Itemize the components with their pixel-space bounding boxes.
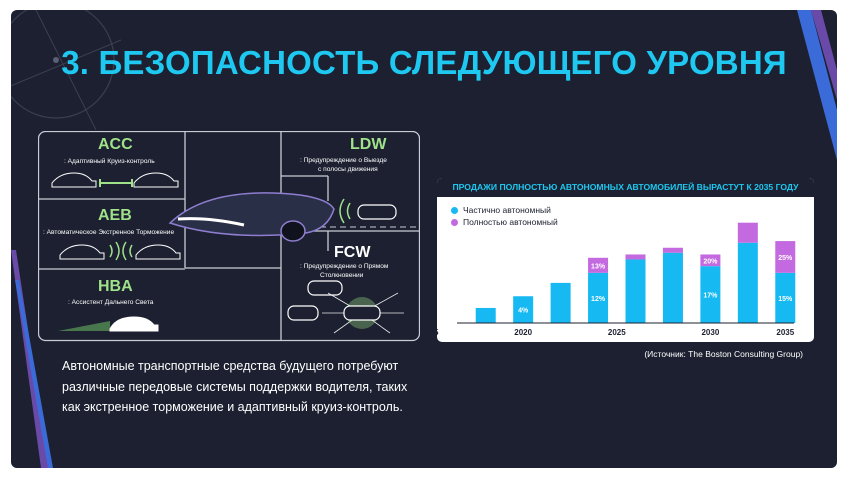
x-tick-label: 2020: [514, 328, 532, 337]
background-decoration: [11, 10, 837, 468]
page-title: 3. БЕЗОПАСНОСТЬ СЛЕДУЮЩЕГО УРОВНЯ: [61, 44, 787, 81]
data-label: 15%: [778, 296, 793, 303]
ldw-subtitle-1: : Предупреждение о Выезде: [300, 157, 387, 164]
fcw-title: FCW: [334, 244, 371, 261]
deco-dot: [53, 57, 59, 63]
data-label: 12%: [591, 296, 606, 303]
acc-title: ACC: [98, 136, 133, 153]
bar-partial-2033: [737, 242, 758, 323]
description-text: Автономные транспортные средства будущег…: [62, 359, 408, 414]
car-icon: [51, 172, 97, 188]
legend-swatch-full: [451, 218, 458, 226]
car-icon: [109, 316, 159, 332]
car-icon: [287, 305, 319, 321]
car-icon: [133, 172, 179, 188]
bar-partial-2028: [662, 252, 683, 323]
data-label: 17%: [703, 293, 718, 300]
chart-legend: Частично автономный Полностью автономный: [451, 204, 558, 228]
deco-line-2: [11, 39, 122, 87]
bar-full-2030: [700, 254, 721, 267]
car-icon: [307, 280, 343, 296]
ldw-title: LDW: [350, 136, 387, 153]
car-headlight: [177, 217, 245, 227]
deco-stripe-right-purple: [811, 10, 837, 100]
legend-label-full: Полностью автономный: [463, 217, 558, 227]
x-tick-label: 2030: [701, 328, 719, 337]
data-label: 20%: [703, 258, 718, 265]
bar-partial-2020: [513, 296, 534, 323]
bar-partial-2018: [475, 307, 496, 323]
x-tick-label: 2015: [437, 328, 439, 337]
car-icon: [135, 244, 181, 260]
deco-line: [35, 10, 97, 131]
car-icon: [59, 244, 105, 260]
bar-full-2024: [588, 257, 609, 273]
fcw-subtitle-1: : Предупреждение о Прямом: [300, 263, 389, 270]
chart-title: ПРОДАЖИ ПОЛНОСТЬЮ АВТОНОМНЫХ АВТОМОБИЛЕЙ…: [437, 178, 814, 197]
aeb-subtitle: : Автоматическое Экстренное Торможение: [43, 229, 174, 236]
legend-swatch-partial: [451, 206, 458, 214]
x-tick-label: 2035: [776, 328, 794, 337]
headlight-beam: [58, 321, 110, 331]
hba-title: HBA: [98, 278, 133, 295]
adas-feature-panel: ACC : Адаптивный Круиз-контроль AEB : Ав…: [38, 131, 420, 342]
data-label: 25%: [778, 255, 793, 262]
ldw-subtitle-2: с полосы движения: [318, 166, 378, 173]
fcw-subtitle-2: Столкновении: [320, 272, 364, 279]
aeb-title: AEB: [98, 207, 132, 224]
bar-full-2026: [625, 254, 646, 260]
x-tick-label: 2025: [608, 328, 626, 337]
autonomous-car-image: [168, 192, 335, 237]
bar-partial-2022: [550, 282, 571, 323]
data-label: 4%: [518, 308, 529, 315]
bar-partial-2030: [700, 266, 721, 323]
bar-partial-2035: [775, 272, 796, 323]
hba-subtitle: : Ассистент Дальнего Света: [68, 299, 154, 306]
legend-item-full: Полностью автономный: [451, 216, 558, 228]
deco-stripe-right-blue: [797, 10, 837, 160]
deco-circle: [11, 10, 115, 119]
acc-subtitle: : Адаптивный Круиз-контроль: [64, 157, 155, 165]
signal-icon: [109, 241, 120, 261]
car-icon: [357, 204, 397, 220]
bar-partial-2026: [625, 259, 646, 323]
legend-item-partial: Частично автономный: [451, 204, 558, 216]
bar-full-2035: [775, 241, 796, 273]
chart-plot: 2015 2020 2025 2030 2035 4% 12% 13% 17% 20% 15% 25%: [437, 222, 796, 337]
panel-border: [38, 131, 420, 342]
sales-chart: ПРОДАЖИ ПОЛНОСТЬЮ АВТОНОМНЫХ АВТОМОБИЛЕЙ…: [437, 178, 814, 342]
bar-full-2028: [662, 247, 683, 253]
car-icon: [343, 305, 381, 321]
deco-stripe-left-blue: [15, 280, 53, 468]
signal-icon: [339, 198, 351, 224]
bar-partial-2024: [588, 272, 609, 323]
bar-full-2033: [737, 222, 758, 243]
car-wheel: [280, 220, 306, 242]
legend-label-partial: Частично автономный: [463, 205, 551, 215]
data-label: 13%: [591, 263, 606, 270]
chart-source: (Источник: The Boston Consulting Group): [644, 349, 803, 359]
